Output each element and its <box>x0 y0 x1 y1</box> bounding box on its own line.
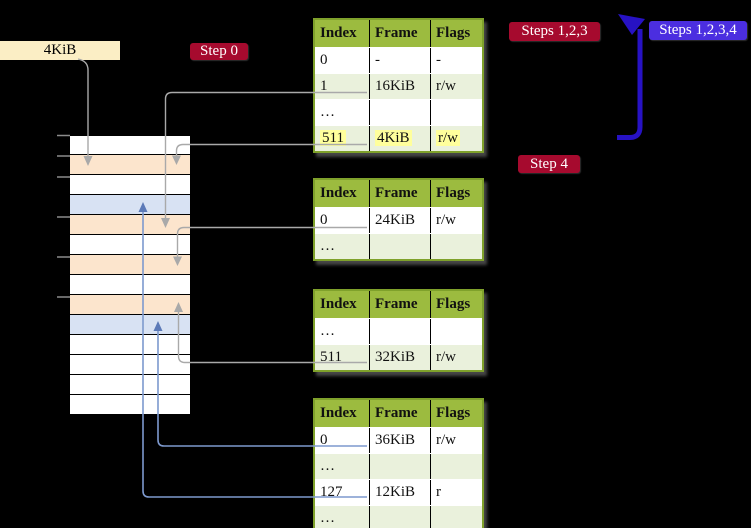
table-cell <box>430 454 482 479</box>
table-cell: 16KiB <box>369 74 430 99</box>
table-cell: 0 <box>320 52 328 68</box>
table-cell <box>430 506 482 528</box>
table-cell: … <box>320 238 335 254</box>
table-row: … <box>315 318 482 344</box>
memory-frame-row <box>70 195 190 215</box>
table-cell: - <box>369 48 430 73</box>
table-row: … <box>315 233 482 259</box>
frame-size-label: 4KiB <box>0 41 120 60</box>
column-header: Frame <box>369 20 430 47</box>
table-cell <box>369 100 430 125</box>
table-cell: 32KiB <box>369 345 430 370</box>
steps-1-2-3-label: Steps 1,2,3 <box>509 22 600 41</box>
memory-address-ticks <box>57 134 70 298</box>
steps-1-2-3-4-label: Steps 1,2,3,4 <box>649 21 747 40</box>
column-header: Flags <box>430 400 482 427</box>
memory-frame-row <box>70 175 190 195</box>
steps-loop-arrowhead <box>618 14 645 35</box>
table-cell <box>430 234 482 259</box>
table-cell: 36KiB <box>369 428 430 453</box>
column-header: Index <box>320 405 357 421</box>
column-header: Frame <box>369 291 430 318</box>
table-row: … <box>315 453 482 479</box>
table-cell <box>369 506 430 528</box>
table-cell: 0 <box>320 432 328 448</box>
table-cell: … <box>320 458 335 474</box>
table-cell: … <box>320 510 335 526</box>
table-cell <box>369 319 430 344</box>
table-cell: … <box>320 323 335 339</box>
table-cell: 24KiB <box>369 208 430 233</box>
table-cell: 0 <box>320 212 328 228</box>
table-cell: 511 <box>320 349 342 365</box>
column-header: Flags <box>430 20 482 47</box>
table-cell <box>369 234 430 259</box>
step-0-label: Step 0 <box>190 43 248 60</box>
table-cell <box>369 454 430 479</box>
physical-memory-column <box>70 135 190 415</box>
table-cell: 1 <box>320 78 328 94</box>
column-header: Flags <box>430 180 482 207</box>
memory-frame-row <box>70 235 190 255</box>
column-header: Frame <box>369 400 430 427</box>
table-cell: … <box>320 104 335 120</box>
column-header: Flags <box>430 291 482 318</box>
table-row: … <box>315 99 482 125</box>
memory-frame-row <box>70 295 190 315</box>
column-header: Index <box>320 25 357 41</box>
memory-frame-row <box>70 395 190 415</box>
table-row: … <box>315 505 482 528</box>
table-cell: r/w <box>430 74 482 99</box>
table-row: 0 -- <box>315 47 482 73</box>
column-header: Index <box>320 296 357 312</box>
table-cell: 127 <box>320 484 343 500</box>
table-cell: 12KiB <box>369 480 430 505</box>
step-4-label: Step 4 <box>518 155 580 173</box>
column-header: Index <box>320 185 357 201</box>
table-cell: r/w <box>430 208 482 233</box>
memory-frame-row <box>70 135 190 155</box>
table-cell: r/w <box>430 345 482 370</box>
memory-frame-row <box>70 155 190 175</box>
table-cell: 4KiB <box>369 126 430 151</box>
memory-frame-row <box>70 275 190 295</box>
memory-frame-row <box>70 335 190 355</box>
column-header: Frame <box>369 180 430 207</box>
memory-frame-row <box>70 375 190 395</box>
table-cell <box>430 100 482 125</box>
table-cell <box>430 319 482 344</box>
table-cell: r/w <box>430 428 482 453</box>
memory-frame-row <box>70 255 190 275</box>
table-cell: r <box>430 480 482 505</box>
memory-frame-row <box>70 315 190 335</box>
table-cell: r/w <box>430 126 482 151</box>
steps-loop-arrow <box>617 29 643 140</box>
memory-frame-row <box>70 215 190 235</box>
table-cell: 511 <box>320 130 346 146</box>
memory-frame-row <box>70 355 190 375</box>
table-cell: - <box>430 48 482 73</box>
